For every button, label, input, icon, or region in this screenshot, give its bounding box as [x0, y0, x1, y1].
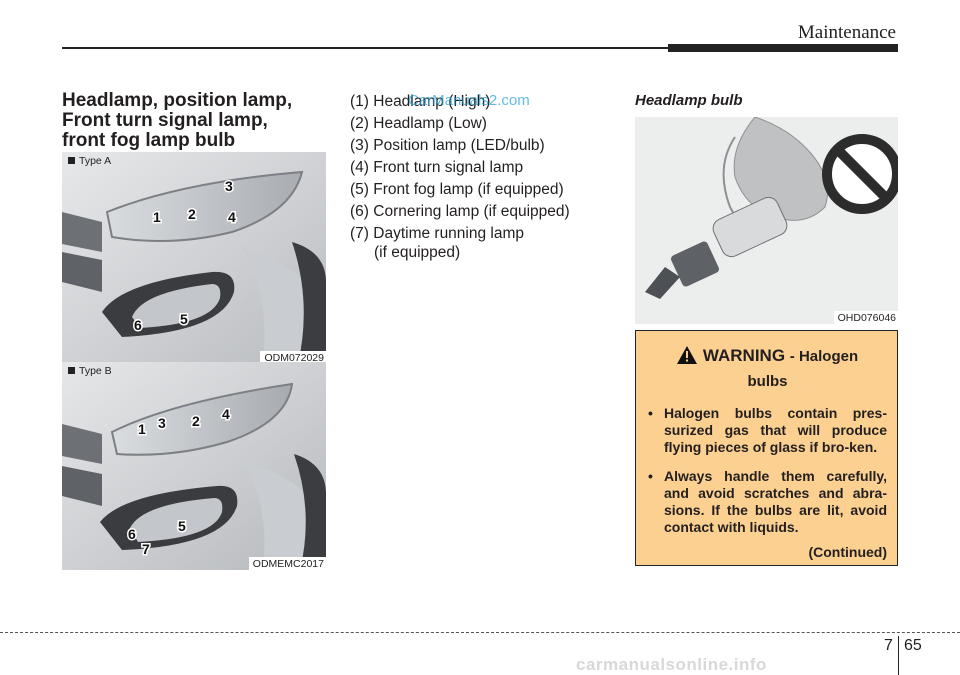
warning-word: WARNING — [702, 346, 786, 365]
list-item: (2) Headlamp (Low) — [350, 115, 487, 132]
headlamp-figure-type-b: Type B 1 3 2 4 5 6 7 ODMEMC2017 — [62, 362, 326, 570]
figure-code: ODM072029 — [260, 351, 326, 364]
headlamp-figure-type-a: Type A 3 1 2 4 5 6 ODM072029 — [62, 152, 326, 364]
callout-2: 2 — [192, 413, 200, 429]
list-item: (3) Position lamp (LED/bulb) — [350, 137, 545, 154]
square-bullet-icon — [68, 157, 75, 164]
halogen-bulb-figure: OHD076046 — [635, 117, 898, 324]
list-item: (4) Front turn signal lamp — [350, 159, 524, 176]
callout-4: 4 — [228, 209, 236, 225]
callout-3: 3 — [225, 178, 233, 194]
warning-subject-cont: bulbs — [747, 373, 788, 390]
header-rule — [62, 47, 668, 49]
site-watermark: carmanualsonline.info — [576, 655, 767, 674]
square-bullet-icon — [68, 367, 75, 374]
warning-bullet: • Halogen bulbs contain pres-surized gas… — [648, 405, 887, 455]
list-item: (5) Front fog lamp (if equipped) — [350, 181, 564, 198]
callouts-type-b: 1 3 2 4 5 6 7 — [127, 405, 232, 559]
figure-code: ODMEMC2017 — [248, 557, 326, 570]
header-rule-accent — [668, 44, 898, 52]
bulb-figure-title: Headlamp bulb — [635, 92, 743, 109]
callout-1: 1 — [138, 421, 146, 437]
callout-7: 7 — [142, 541, 150, 557]
footer-separator — [898, 636, 899, 675]
chapter-number: 7 — [884, 637, 893, 654]
watermark-link[interactable]: CarManuals2.com — [408, 92, 530, 109]
callout-6: 6 — [128, 526, 136, 542]
car-front-illustration — [62, 362, 326, 570]
running-header-title: Maintenance — [797, 22, 896, 43]
warning-box: WARNING - Halogen bulbs • Halogen bulbs … — [635, 330, 898, 566]
callout-5: 5 — [180, 311, 188, 327]
callout-1: 1 — [153, 209, 161, 225]
page-number: 65 — [904, 637, 922, 654]
warning-triangle-icon — [676, 346, 697, 370]
list-item: (6) Cornering lamp (if equipped) — [350, 203, 570, 220]
figure-code: OHD076046 — [833, 311, 898, 324]
warning-heading: WARNING - Halogen bulbs — [648, 345, 887, 393]
continued-label: (Continued) — [808, 544, 887, 560]
callout-3: 3 — [158, 415, 166, 431]
callout-4: 4 — [222, 406, 230, 422]
car-front-illustration — [62, 152, 326, 364]
list-item: (7) Daytime running lamp — [350, 225, 525, 242]
bullet-dot-icon: • — [648, 405, 653, 421]
callout-6: 6 — [134, 317, 142, 333]
callout-2: 2 — [188, 206, 196, 222]
warning-subject: - Halogen — [789, 348, 859, 365]
figure-type-label: Type A — [68, 155, 111, 167]
parts-list: (1) Headlamp (High) (2) Headlamp (Low) (… — [350, 92, 600, 263]
warning-bullet: • Always handle them carefully, and avoi… — [648, 468, 887, 535]
list-item-continuation: (if equipped) — [374, 244, 461, 261]
figure-type-label: Type B — [68, 365, 112, 377]
footer-rule — [0, 632, 960, 633]
callouts-type-a: 3 1 2 4 5 6 — [133, 177, 238, 335]
callout-5: 5 — [178, 518, 186, 534]
hand-holding-bulb-illustration — [635, 117, 898, 324]
list-item: (1) Headlamp (High) — [350, 93, 491, 110]
bullet-dot-icon: • — [648, 468, 653, 484]
